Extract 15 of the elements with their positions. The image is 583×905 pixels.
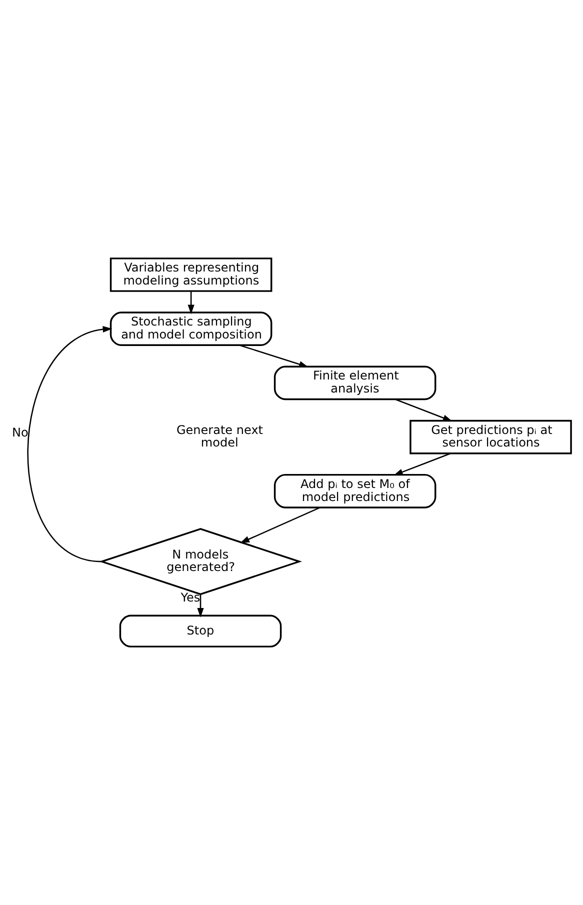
- edge-label: No: [12, 426, 28, 440]
- arrow: [393, 452, 451, 476]
- node-box: Stochastic sampling and model composition: [110, 312, 272, 346]
- arrow: [239, 344, 309, 368]
- label: Generate next model: [176, 422, 264, 450]
- node-box: Stop: [119, 614, 282, 648]
- arrow: [197, 594, 204, 618]
- arrow: [395, 398, 452, 422]
- node-box: Finite element analysis: [274, 366, 436, 400]
- arrow: [240, 507, 320, 544]
- arrow: [188, 291, 194, 314]
- node-box: Variables representing modeling assumptions: [110, 258, 272, 292]
- node-box: Add pᵢ to set M₀ of model predictions: [274, 474, 436, 508]
- arrow: [27, 326, 112, 562]
- node-box: Get predictions pᵢ at sensor locations: [410, 420, 572, 454]
